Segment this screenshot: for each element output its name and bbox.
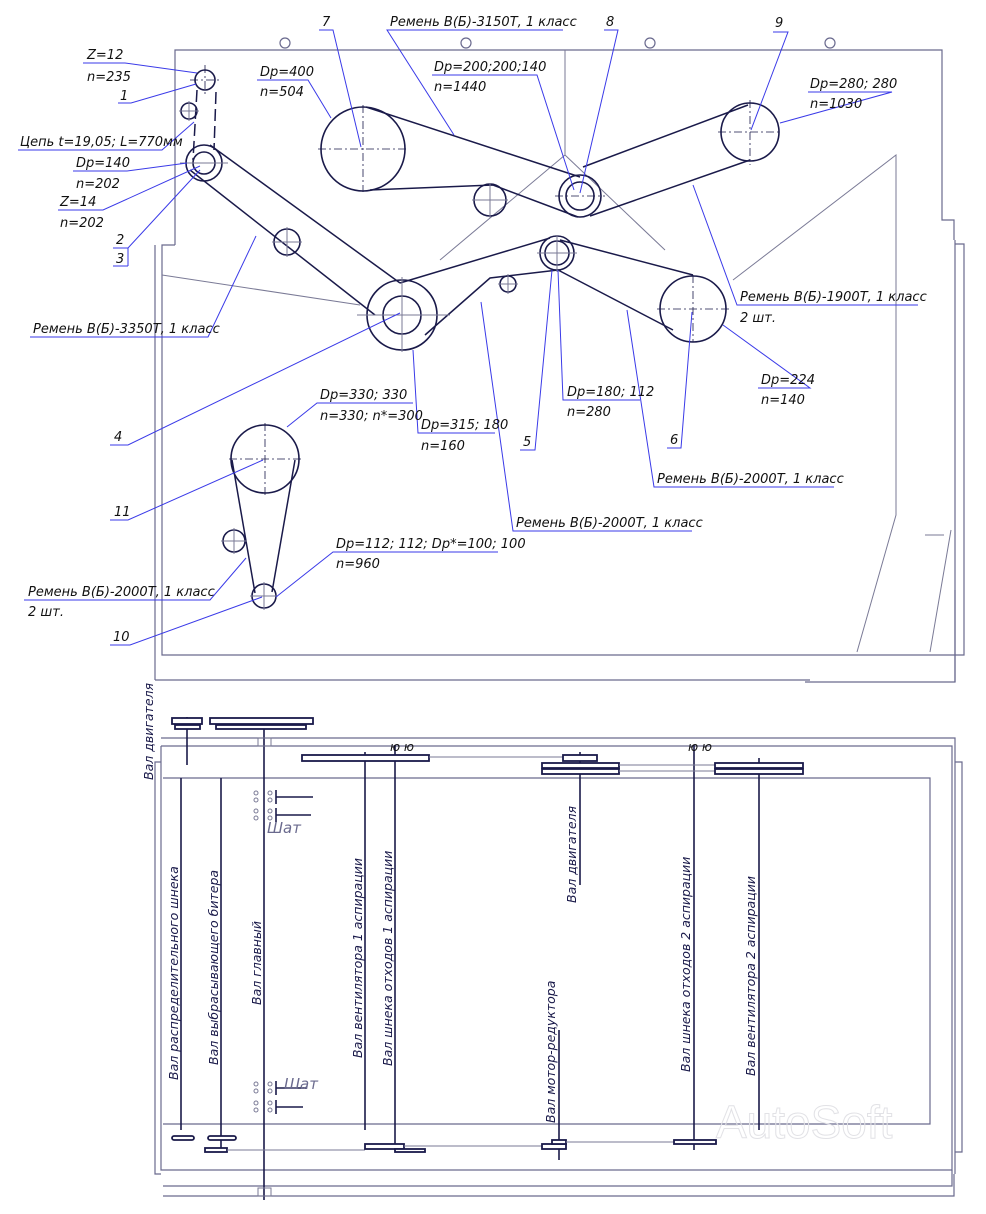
position-3: 3 <box>116 252 124 267</box>
pos4-diameter: Dp=315; 180 <box>421 418 508 433</box>
side-view-labels: Z=12 n=235 1 Цепь t=19,05; L=770мм Dp=14… <box>20 15 927 645</box>
label-motor-top: Вал двигателя <box>141 682 156 780</box>
belt-2000-c-label: Ремень В(Б)-2000Т, 1 класс <box>28 585 215 600</box>
label-motor: Вал двигателя <box>564 805 579 903</box>
shaft-labels: Вал двигателя Вал распределительного шне… <box>141 682 758 1123</box>
pos5-diameter: Dp=180; 112 <box>567 385 654 400</box>
belt-2000-b-label: Ремень В(Б)-2000Т, 1 класс <box>657 472 844 487</box>
position-9: 9 <box>775 16 783 31</box>
position-5: 5 <box>523 435 531 450</box>
position-11: 11 <box>114 505 131 520</box>
chain-spec: Цепь t=19,05; L=770мм <box>20 135 183 150</box>
belt-1900-qty: 2 шт. <box>740 311 776 326</box>
shat-label-top: Шат <box>267 819 302 837</box>
belt-3350 <box>189 144 401 316</box>
belts <box>189 89 751 594</box>
pos7-diameter: Dp=400 <box>260 65 314 80</box>
belt-2000-c-qty: 2 шт. <box>28 605 64 620</box>
position-10: 10 <box>113 630 130 645</box>
lifting-eye <box>824 37 836 49</box>
pos11-speed: n=330; n*=300 <box>320 409 423 424</box>
position-6: 6 <box>670 433 678 448</box>
shat-label-bottom: Шат <box>284 1075 319 1093</box>
position-4: 4 <box>114 430 122 445</box>
label-fan-2: Вал вентилятора 2 аспирации <box>743 876 758 1076</box>
lifting-eye <box>644 37 656 49</box>
label-gearmotor: Вал мотор-редуктора <box>543 981 558 1123</box>
shat-bearing-top <box>253 790 313 822</box>
belt-2000-b <box>557 239 694 331</box>
side-view-frame <box>154 37 965 683</box>
lifting-eye <box>460 37 472 49</box>
pos3-teeth: Z=14 <box>59 195 96 210</box>
pos9-diameter: Dp=280; 280 <box>810 77 897 92</box>
pos5-speed: n=280 <box>567 405 611 420</box>
belt-3350-label: Ремень В(Б)-3350Т, 1 класс <box>33 322 220 337</box>
label-main: Вал главный <box>249 921 264 1005</box>
label-fan-1: Вал вентилятора 1 аспирации <box>350 858 365 1058</box>
position-2: 2 <box>116 233 124 248</box>
pos11-diameter: Dp=330; 330 <box>320 388 407 403</box>
pos4-speed: n=160 <box>421 439 465 454</box>
label-waste-auger-2: Вал шнека отходов 2 аспирации <box>678 857 693 1072</box>
pos8-diameter: Dp=200;200;140 <box>434 60 546 75</box>
pos10-diameter: Dp=112; 112; Dp*=100; 100 <box>336 537 526 552</box>
top-view-frame <box>154 737 963 1197</box>
pos6-speed: n=140 <box>761 393 805 408</box>
chain-drive <box>192 89 217 161</box>
label-waste-auger-1: Вал шнека отходов 1 аспирации <box>380 851 395 1066</box>
pulleys <box>179 65 782 610</box>
label-throwing-beater: Вал выбрасывающего битера <box>206 870 221 1065</box>
pos8-speed: n=1440 <box>434 80 486 95</box>
pos1-speed: n=235 <box>87 70 131 85</box>
belt-1900 <box>582 104 751 217</box>
svg-text:ю ю: ю ю <box>688 740 712 754</box>
pos7-speed: n=504 <box>260 85 304 100</box>
bearings: ю ю ю ю <box>253 737 712 1197</box>
shat-bearing-bottom <box>253 1081 306 1114</box>
svg-text:ю ю: ю ю <box>390 740 414 754</box>
lifting-eye <box>279 37 291 49</box>
position-7: 7 <box>322 15 331 30</box>
pos2-diameter: Dp=140 <box>76 156 130 171</box>
belt-2000-a <box>399 237 559 336</box>
pos9-speed: n=1030 <box>810 97 862 112</box>
position-8: 8 <box>606 15 614 30</box>
watermark: AutoSoft <box>716 1096 893 1148</box>
belt-3150-label: Ремень В(Б)-3150Т, 1 класс <box>390 15 577 30</box>
pos10-speed: n=960 <box>336 557 380 572</box>
pos3-speed: n=202 <box>60 216 104 231</box>
pos2-speed: n=202 <box>76 177 120 192</box>
top-view-shafts <box>180 717 760 1200</box>
label-distributing-auger: Вал распределительного шнека <box>166 866 181 1080</box>
pos1-teeth: Z=12 <box>86 48 123 63</box>
pos6-diameter: Dp=224 <box>761 373 815 388</box>
leader-lines <box>18 29 918 646</box>
position-1: 1 <box>120 89 128 104</box>
top-view-pulleys <box>171 717 804 1153</box>
belt-2000-c <box>231 459 296 594</box>
belt-2000-a-label: Ремень В(Б)-2000Т, 1 класс <box>516 516 703 531</box>
belt-1900-label: Ремень В(Б)-1900Т, 1 класс <box>740 290 927 305</box>
